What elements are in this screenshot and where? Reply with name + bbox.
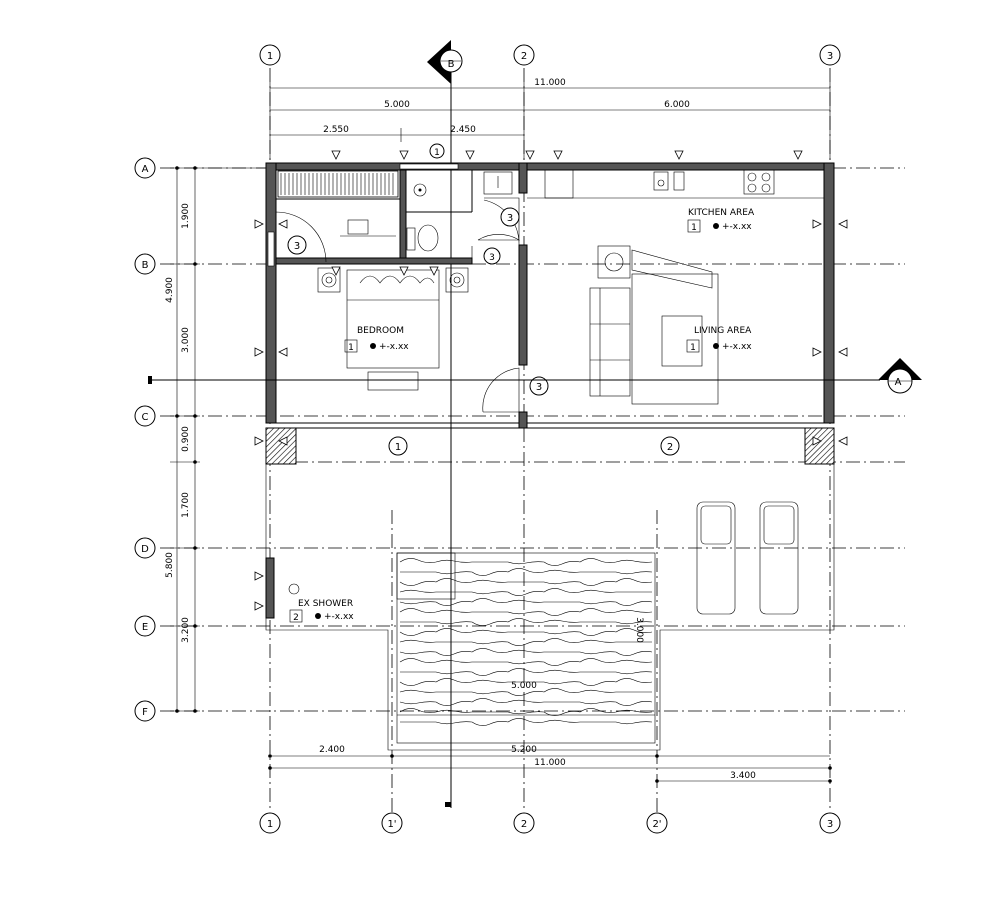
grid-bubble-bottom-3: 3 [819, 812, 841, 834]
grid-label: 2 [521, 51, 527, 62]
window-tag-top: 1 [429, 143, 445, 159]
door-tag-kitchen: 3 [500, 207, 520, 227]
dim-left-cd-a: 0.900 [181, 426, 191, 452]
room-tag-kitchen: 1 [691, 223, 697, 233]
room-level-bedroom: +-x.xx [379, 342, 409, 352]
grid-label: C [142, 412, 149, 423]
dim-pool-depth: 3.000 [634, 617, 644, 643]
grid-label: 1 [267, 819, 273, 830]
dim-top-right: 6.000 [664, 100, 690, 110]
room-name-living: LIVING AREA [694, 326, 752, 336]
door-tag-label: 3 [489, 253, 495, 263]
dim-bottom-pool: 5.200 [511, 745, 537, 755]
shower-label: EX SHOWER 2 +-x.xx [288, 583, 354, 623]
grid-label: 1 [267, 51, 273, 62]
grid-label: 1' [387, 819, 396, 830]
grid-bubble-row-d: D [134, 537, 156, 559]
room-tag-shower: 2 [293, 613, 299, 623]
grid-label: 3 [827, 819, 833, 830]
grid-bubble-top-2: 2 [513, 44, 535, 66]
dim-top-sub-right: 2.450 [450, 125, 476, 135]
elevation-markers [254, 150, 848, 611]
left-dimensions: 1.900 4.900 3.000 0.900 1.700 5.800 3.20… [165, 166, 270, 713]
dim-left-ef: 3.200 [181, 617, 191, 643]
dim-pool-width: 5.000 [511, 681, 537, 691]
grid-bubble-row-c: C [134, 405, 156, 427]
door-tag-label: 3 [294, 241, 300, 252]
grid-bubble-top-3: 3 [819, 44, 841, 66]
bedroom-label: BEDROOM 1 +-x.xx [344, 326, 409, 353]
door-tag-label: 3 [507, 213, 513, 224]
kitchen-counter [483, 169, 824, 199]
dim-left-total-upper: 4.900 [165, 277, 175, 303]
bottom-dimensions: 2.400 5.200 11.000 3.400 [268, 745, 832, 783]
dim-left-ab: 1.900 [181, 203, 191, 229]
door-tag-label: 3 [536, 382, 542, 393]
dim-bottom-left: 2.400 [319, 745, 345, 755]
room-level-kitchen: +-x.xx [722, 222, 752, 232]
window-tag-label: 2 [667, 442, 673, 453]
door-tag-living: 3 [529, 376, 549, 396]
dim-top-left: 5.000 [384, 100, 410, 110]
grid-label: F [142, 707, 148, 718]
section-marker-b: B [427, 40, 463, 808]
grid-bubble-bottom-1: 1 [259, 812, 281, 834]
grid-bubble-row-b: B [134, 253, 156, 275]
room-level-shower: +-x.xx [324, 612, 354, 622]
grid-bubble-bottom-2prime: 2' [646, 812, 668, 834]
top-dimensions: 11.000 5.000 6.000 2.550 2.450 [269, 78, 831, 160]
grid-bubble-row-f: F [134, 700, 156, 722]
dim-bottom-right: 3.400 [730, 771, 756, 781]
bed [317, 267, 469, 391]
room-name-kitchen: KITCHEN AREA [688, 208, 755, 218]
window-tag-2: 2 [660, 436, 680, 456]
door-tag-bedroom: 3 [287, 235, 307, 255]
section-label-b: B [448, 59, 455, 70]
window-tag-label: 1 [434, 148, 440, 158]
window-tag-1: 1 [388, 436, 408, 456]
dim-left-bc: 3.000 [181, 327, 191, 353]
sun-loungers [696, 501, 799, 615]
dim-left-cd-b: 1.700 [181, 492, 191, 518]
dim-left-total-lower: 5.800 [165, 552, 175, 578]
room-level-living: +-x.xx [722, 342, 752, 352]
terrace-outline [265, 464, 835, 751]
grid-label: B [142, 260, 149, 271]
grid-label: D [141, 544, 149, 555]
grid-label: A [142, 164, 149, 175]
grid-label: 2 [521, 819, 527, 830]
door-tag-bath: 3 [483, 247, 501, 265]
pool: 5.000 3.000 [396, 552, 656, 744]
room-name-bedroom: BEDROOM [357, 326, 404, 336]
wardrobe [277, 170, 399, 198]
dim-top-sub-left: 2.550 [323, 125, 349, 135]
room-tag-bedroom: 1 [348, 343, 354, 353]
building-walls [265, 162, 835, 465]
section-label-a: A [895, 377, 902, 388]
grid-bubble-row-a: A [134, 157, 156, 179]
grid-label: 2' [652, 819, 661, 830]
section-marker-a: A [148, 358, 922, 394]
grid-label: 3 [827, 51, 833, 62]
living-furniture [589, 245, 719, 405]
grid-bubble-top-1: 1 [259, 44, 281, 66]
grid-bubble-row-e: E [134, 615, 156, 637]
room-tag-living: 1 [690, 343, 696, 353]
window-tag-label: 1 [395, 442, 401, 453]
grid-bubble-bottom-1prime: 1' [381, 812, 403, 834]
room-name-shower: EX SHOWER [298, 599, 353, 609]
bathroom-fixtures [340, 183, 439, 252]
grid-label: E [142, 622, 148, 633]
living-label: LIVING AREA 1 +-x.xx [686, 326, 752, 353]
dim-bottom-total: 11.000 [534, 758, 566, 768]
kitchen-label: KITCHEN AREA 1 +-x.xx [687, 208, 755, 233]
grid-bubble-bottom-2: 2 [513, 812, 535, 834]
dim-total-top: 11.000 [534, 78, 566, 88]
